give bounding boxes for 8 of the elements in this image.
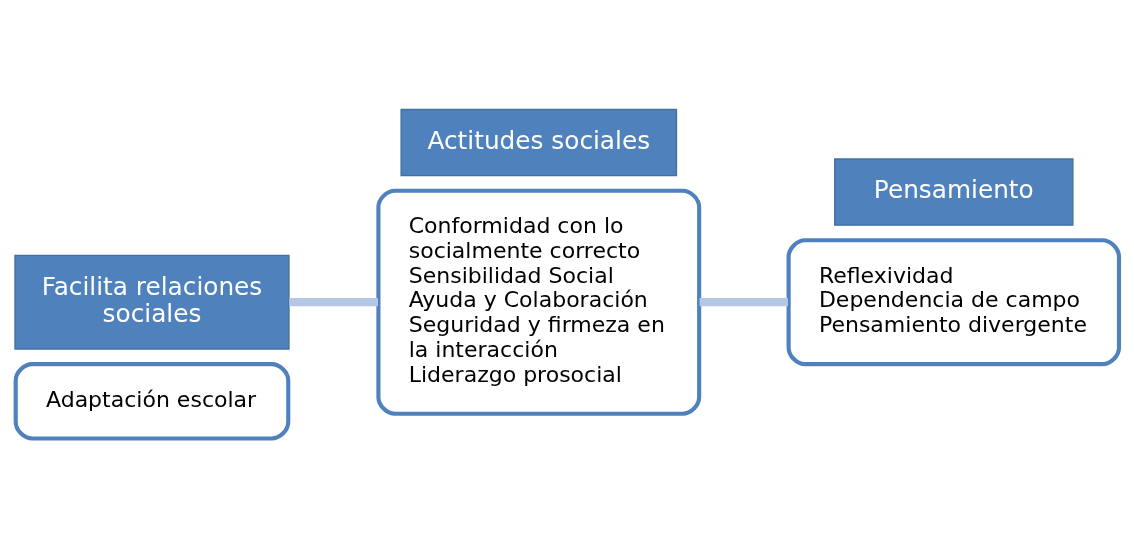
node-box: Conformidad con lo socialmente correcto Sensibilidad Social Ayuda y Colaboración Seguridad y firmeza en la interacción Liderazgo prosocial bbox=[376, 188, 702, 416]
node-box: Adaptación escolar bbox=[13, 361, 291, 441]
node-box: Facilita relaciones sociales bbox=[14, 254, 290, 350]
connector bbox=[289, 297, 378, 306]
node-box: Actitudes sociales bbox=[400, 108, 678, 176]
connector bbox=[699, 297, 788, 306]
node-box: Pensamiento bbox=[834, 157, 1074, 226]
node-box: Reflexividad Dependencia de campo Pensamiento divergente bbox=[786, 237, 1122, 366]
